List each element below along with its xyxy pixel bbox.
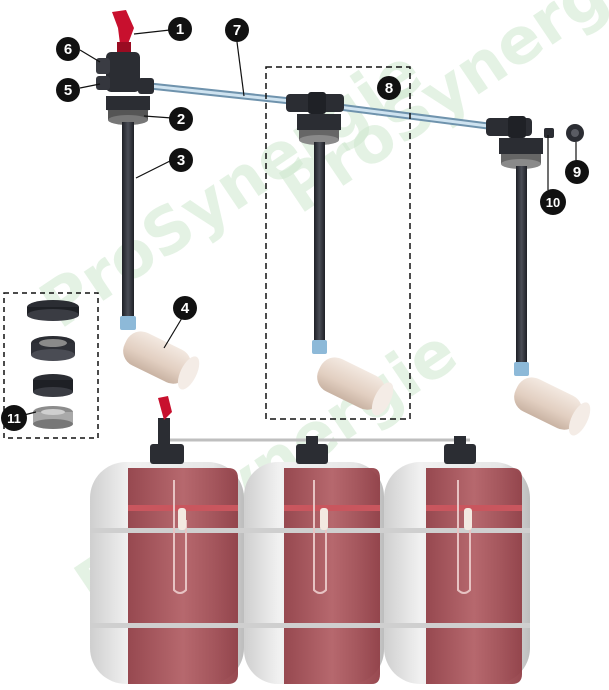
- callout-5-label: 5: [64, 82, 72, 99]
- leader-lines: [23, 29, 577, 416]
- tank-assembly: [90, 396, 530, 684]
- side-port-5: [96, 76, 110, 90]
- adapter-ring-4: [33, 406, 73, 429]
- callout-9-label: 9: [573, 164, 581, 181]
- callout-4-label: 4: [181, 300, 190, 317]
- float: [317, 357, 394, 416]
- callout-2-label: 2: [177, 111, 185, 128]
- end-cap: [566, 124, 584, 142]
- callout-7: 7: [225, 18, 249, 42]
- dip-pipe: [516, 166, 527, 364]
- adapter-ring-3: [33, 374, 73, 397]
- module-highlight-box: [265, 66, 411, 420]
- callout-11: 11: [1, 405, 27, 431]
- callout-11-label: 11: [7, 411, 21, 426]
- tank-middle: [244, 436, 384, 684]
- valve-handle: [112, 10, 134, 44]
- callout-4: 4: [173, 296, 197, 320]
- callout-3: 3: [169, 148, 193, 172]
- probe-unit-main: [96, 10, 200, 390]
- dip-pipe: [122, 122, 134, 317]
- float: [514, 377, 591, 436]
- probe-unit-end: [486, 116, 591, 436]
- callout-5: 5: [56, 78, 80, 102]
- spare-parts-panel: [3, 292, 99, 439]
- watermark-text-1: ProSynergie: [28, 35, 436, 343]
- tank-left: [90, 396, 244, 684]
- callout-7-label: 7: [233, 22, 241, 39]
- callout-10-label: 10: [546, 195, 560, 210]
- probe-unit-middle: [286, 92, 394, 416]
- callout-1-label: 1: [176, 21, 184, 38]
- callout-9: 9: [565, 160, 589, 184]
- callout-2: 2: [169, 107, 193, 131]
- dip-pipe: [314, 142, 325, 342]
- callout-8-label: 8: [385, 80, 393, 97]
- callout-3-label: 3: [177, 152, 185, 169]
- callout-6: 6: [56, 37, 80, 61]
- end-plug: [544, 128, 554, 138]
- adapter-ring-1: [27, 300, 79, 321]
- float: [123, 331, 200, 390]
- tank-right: [384, 436, 530, 684]
- callout-1: 1: [168, 17, 192, 41]
- adapter-ring-2: [31, 336, 75, 361]
- callout-8: 8: [377, 76, 401, 100]
- callout-6-label: 6: [64, 41, 72, 58]
- callout-10: 10: [540, 189, 566, 215]
